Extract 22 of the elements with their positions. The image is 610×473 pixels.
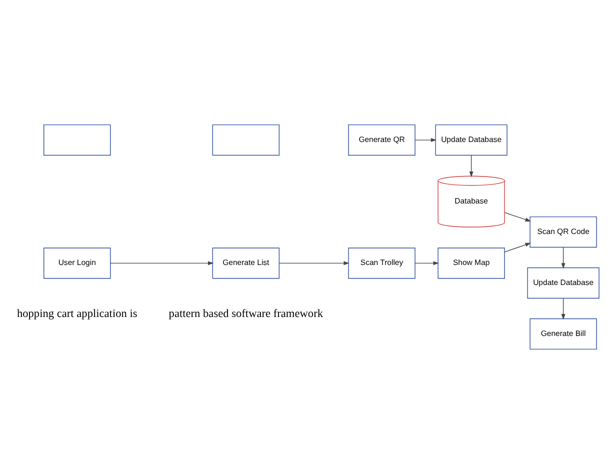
node-box: Scan Trolley: [348, 247, 416, 278]
arrow: [504, 242, 531, 252]
node-box: Generate List: [212, 247, 280, 278]
arrow: [561, 297, 566, 320]
node-box: [212, 124, 280, 156]
node-box: Update Database: [435, 124, 508, 156]
arrow: [279, 260, 350, 265]
label: hopping cart application is: [16, 307, 138, 320]
node-box: Scan QR Code: [530, 216, 597, 248]
node-box: User Login: [44, 247, 111, 278]
arrow: [469, 154, 474, 177]
node-box: [44, 124, 111, 156]
node-box: Generate QR: [348, 124, 416, 156]
arrow: [504, 212, 531, 221]
arrow: [414, 138, 437, 142]
node-box: Generate Bill: [530, 318, 597, 350]
arrow: [561, 246, 566, 268]
label: pattern based software framework: [168, 307, 324, 320]
node-box: Show Map: [438, 247, 505, 278]
node-box: Update Database: [527, 266, 600, 298]
arrow: [110, 260, 214, 265]
arrow: [414, 260, 439, 265]
